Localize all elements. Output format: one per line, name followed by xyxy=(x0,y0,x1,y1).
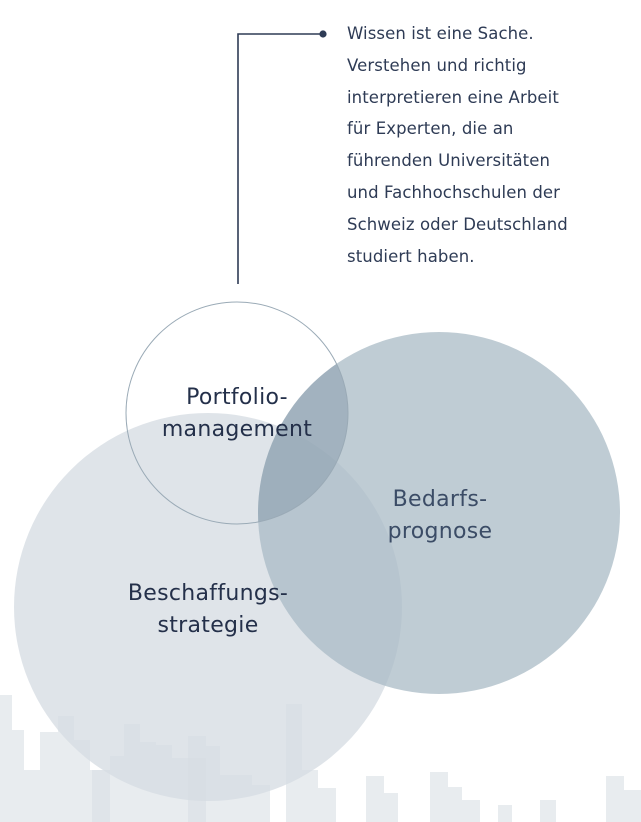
callout-line: und Fachhochschulen der xyxy=(347,182,561,202)
callout-line: für Experten, die an xyxy=(347,119,514,139)
circle-bedarfsprognose xyxy=(258,332,620,694)
label-beschaffungsstrategie: Beschaffungs- strategie xyxy=(98,578,318,642)
label-portfolio-line1: Portfolio- xyxy=(186,385,288,410)
label-bedarf-line2: prognose xyxy=(387,519,493,544)
callout-line: führenden Universitäten xyxy=(347,151,551,171)
label-beschaff-line2: strategie xyxy=(157,613,259,638)
label-bedarfsprognose: Bedarfs- prognose xyxy=(340,484,540,548)
callout-line: Wissen ist eine Sache. xyxy=(347,24,534,43)
callout-line: Schweiz oder Deutschland xyxy=(347,214,568,234)
label-portfolio-line2: management xyxy=(161,417,313,442)
callout-text: Wissen ist eine Sache. Verstehen und ric… xyxy=(347,18,587,272)
callout-line: Verstehen und richtig xyxy=(347,55,527,75)
callout-line: studiert haben. xyxy=(347,246,475,266)
callout-dot xyxy=(319,30,327,38)
label-portfoliomanagement: Portfolio- management xyxy=(137,382,337,446)
callout-line: interpretieren eine Arbeit xyxy=(347,87,559,107)
label-bedarf-line1: Bedarfs- xyxy=(392,487,488,512)
callout-connector-line xyxy=(237,33,323,284)
circle-portfoliomanagement xyxy=(125,301,349,525)
label-beschaff-line1: Beschaffungs- xyxy=(127,581,289,606)
